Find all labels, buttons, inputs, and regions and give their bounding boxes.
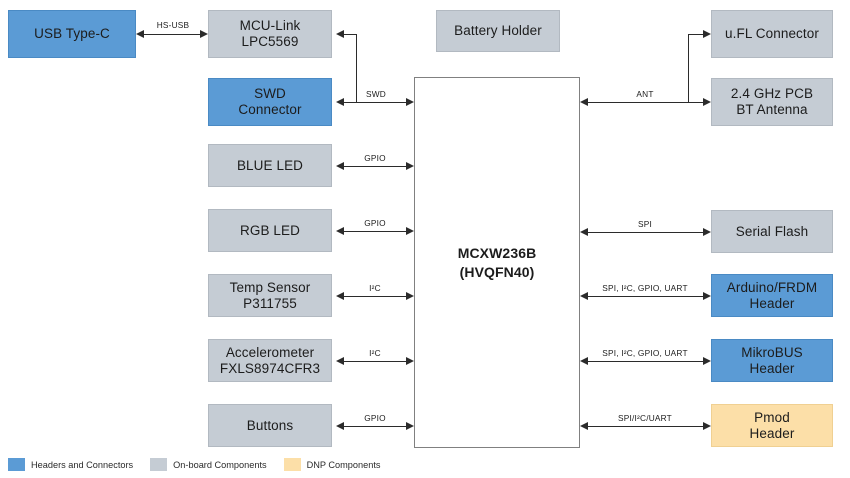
connector-pmod-arrow-left bbox=[580, 421, 588, 430]
block-usb-type-c[interactable]: USB Type-C bbox=[8, 10, 136, 58]
connector-mikrobus-arrow-left bbox=[580, 356, 588, 365]
connector-arduino-line bbox=[588, 296, 703, 297]
connector-accelerometer-arrow-left bbox=[336, 356, 344, 365]
connector-temp-sensor-line bbox=[344, 296, 406, 297]
block-pmod-header[interactable]: Pmod Header bbox=[711, 404, 833, 447]
connector-label-mikrobus-bus: SPI, I²C, GPIO, UART bbox=[602, 348, 688, 358]
connector-buttons-line bbox=[344, 426, 406, 427]
connector-temp-sensor-arrow-right bbox=[406, 291, 414, 300]
legend-item-headers-and-connectors: Headers and Connectors bbox=[8, 458, 133, 471]
connector-hs-usb-line bbox=[144, 34, 202, 35]
connector-mikrobus-line bbox=[588, 361, 703, 362]
connector-swd-branch-horizontal bbox=[344, 34, 357, 35]
connector-swd-branch-vertical bbox=[356, 34, 357, 102]
block-swd-connector[interactable]: SWD Connector bbox=[208, 78, 332, 126]
block-ufl-connector[interactable]: u.FL Connector bbox=[711, 10, 833, 58]
block-mcxw236b[interactable]: MCXW236B (HVQFN40) bbox=[414, 77, 580, 448]
connector-ant-branch-horizontal bbox=[688, 34, 703, 35]
connector-swd-arrow-mcu bbox=[406, 97, 414, 106]
connector-label-swd: SWD bbox=[366, 89, 386, 99]
connector-label-hs-usb: HS-USB bbox=[156, 20, 190, 30]
connector-hs-usb-arrow-left bbox=[136, 29, 144, 38]
connector-temp-sensor-arrow-left bbox=[336, 291, 344, 300]
connector-pmod-arrow-right bbox=[703, 421, 711, 430]
connector-swd-arrow-swdconn bbox=[336, 97, 344, 106]
legend-swatch-gray-icon bbox=[150, 458, 168, 471]
block-bt-antenna[interactable]: 2.4 GHz PCB BT Antenna bbox=[711, 78, 833, 126]
connector-buttons-arrow-left bbox=[336, 421, 344, 430]
connector-serial-flash-arrow-left bbox=[580, 227, 588, 236]
connector-label-arduino-bus: SPI, I²C, GPIO, UART bbox=[602, 283, 688, 293]
connector-label-spi: SPI bbox=[638, 219, 652, 229]
block-buttons[interactable]: Buttons bbox=[208, 404, 332, 447]
legend-swatch-blue-icon bbox=[8, 458, 25, 471]
legend-label-on-board-components: On-board Components bbox=[173, 459, 267, 470]
connector-label-rgb-led-gpio: GPIO bbox=[364, 218, 386, 228]
connector-blue-led-line bbox=[344, 166, 406, 167]
connector-label-temp-i2c: I²C bbox=[369, 283, 381, 293]
connector-label-accel-i2c: I²C bbox=[369, 348, 381, 358]
connector-pmod-line bbox=[588, 426, 703, 427]
connector-label-ant: ANT bbox=[636, 89, 654, 99]
connector-rgb-led-line bbox=[344, 231, 406, 232]
connector-buttons-arrow-right bbox=[406, 421, 414, 430]
block-mikrobus-header[interactable]: MikroBUS Header bbox=[711, 339, 833, 382]
connector-label-blue-led-gpio: GPIO bbox=[364, 153, 386, 163]
connector-swd-arrow-mculink bbox=[336, 29, 344, 38]
connector-swd-line bbox=[344, 102, 406, 103]
connector-rgb-led-arrow-left bbox=[336, 226, 344, 235]
connector-blue-led-arrow-left bbox=[336, 161, 344, 170]
block-serial-flash[interactable]: Serial Flash bbox=[711, 210, 833, 253]
legend: Headers and Connectors On-board Componen… bbox=[8, 458, 391, 471]
connector-mikrobus-arrow-right bbox=[703, 356, 711, 365]
connector-ant-branch-vertical bbox=[688, 34, 689, 102]
connector-hs-usb-arrow-right bbox=[200, 29, 208, 38]
connector-arduino-arrow-right bbox=[703, 291, 711, 300]
connector-label-buttons-gpio: GPIO bbox=[364, 413, 386, 423]
block-mcu-link[interactable]: MCU-Link LPC5569 bbox=[208, 10, 332, 58]
legend-label-dnp-components: DNP Components bbox=[306, 459, 381, 470]
block-arduino-frdm-header[interactable]: Arduino/FRDM Header bbox=[711, 274, 833, 317]
connector-ant-arrow-ufl bbox=[703, 29, 711, 38]
connector-serial-flash-line bbox=[588, 232, 703, 233]
block-accelerometer[interactable]: Accelerometer FXLS8974CFR3 bbox=[208, 339, 332, 382]
block-temp-sensor[interactable]: Temp Sensor P311755 bbox=[208, 274, 332, 317]
legend-swatch-orange-icon bbox=[283, 458, 301, 471]
connector-ant-arrow-antenna bbox=[703, 97, 711, 106]
connector-ant-arrow-mcu bbox=[580, 97, 588, 106]
connector-rgb-led-arrow-right bbox=[406, 226, 414, 235]
connector-accelerometer-line bbox=[344, 361, 406, 362]
legend-item-on-board-components: On-board Components bbox=[150, 458, 267, 471]
connector-serial-flash-arrow-right bbox=[703, 227, 711, 236]
connector-accelerometer-arrow-right bbox=[406, 356, 414, 365]
block-rgb-led[interactable]: RGB LED bbox=[208, 209, 332, 252]
connector-label-pmod-bus: SPI/I²C/UART bbox=[618, 413, 672, 423]
connector-arduino-arrow-left bbox=[580, 291, 588, 300]
block-battery-holder[interactable]: Battery Holder bbox=[436, 10, 560, 52]
legend-item-dnp-components: DNP Components bbox=[283, 458, 381, 471]
legend-label-headers-and-connectors: Headers and Connectors bbox=[31, 459, 134, 470]
block-blue-led[interactable]: BLUE LED bbox=[208, 144, 332, 187]
connector-ant-line bbox=[588, 102, 703, 103]
connector-blue-led-arrow-right bbox=[406, 161, 414, 170]
